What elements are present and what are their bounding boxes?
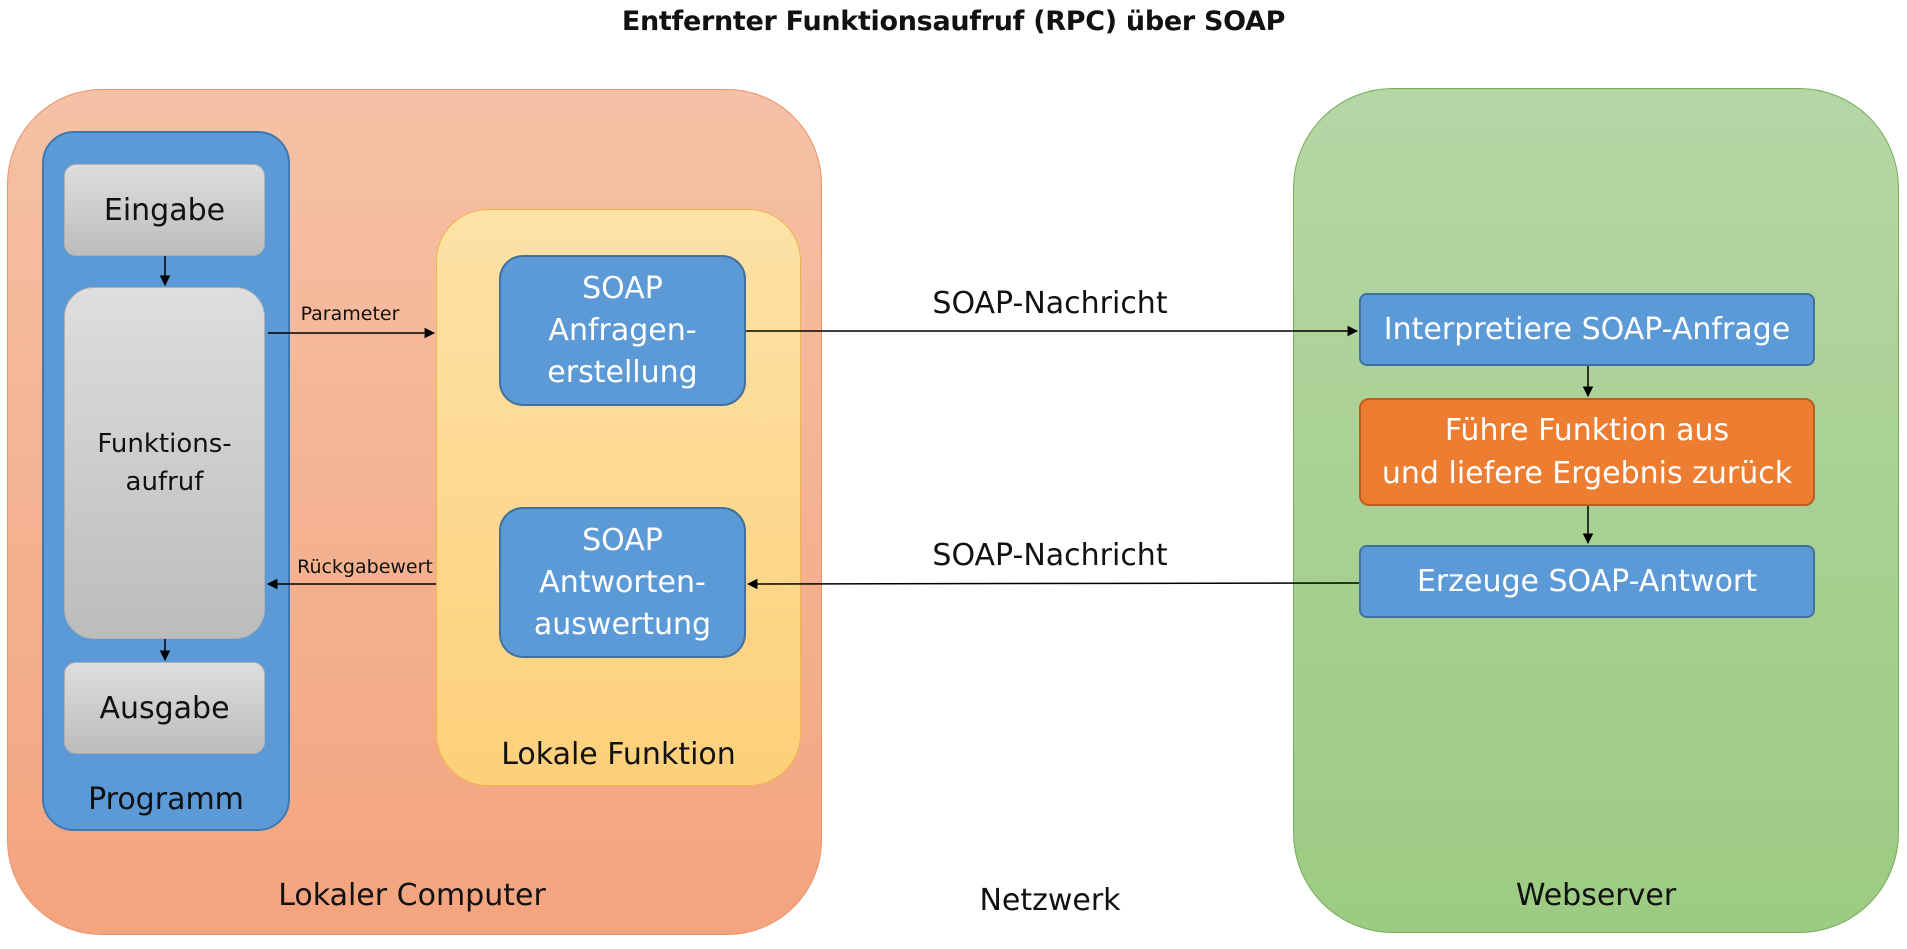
webserver-region [1293, 88, 1899, 933]
local-computer-label: Lokaler Computer [278, 878, 546, 913]
interpret-label: Interpretiere SOAP-Anfrage [1383, 312, 1791, 347]
parameter-label: Parameter [300, 303, 400, 325]
execute-function-box: Führe Funktion aus und liefere Ergebnis … [1359, 398, 1815, 506]
function-call-line2: aufruf [125, 467, 204, 497]
input-label: Eingabe [103, 192, 226, 228]
program-label: Programm [88, 782, 244, 817]
webserver-label: Webserver [1515, 878, 1677, 913]
network-label: Netzwerk [979, 883, 1121, 918]
soap-request-line3: erstellung [547, 354, 698, 390]
return-value-label: Rückgabewert [297, 556, 433, 578]
soap-request-line1: SOAP [582, 270, 663, 306]
soap-response-line1: SOAP [582, 522, 663, 558]
execute-line2: und liefere Ergebnis zurück [1381, 456, 1793, 491]
arrow-soap-response [746, 578, 1360, 590]
soap-request-line2: Anfragen- [548, 312, 697, 348]
diagram-title: Entfernter Funktionsaufruf (RPC) über SO… [621, 6, 1286, 37]
function-call-line1: Funktions- [97, 429, 232, 459]
local-function-label: Lokale Funktion [501, 737, 736, 772]
soap-response-evaluation-box: SOAP Antworten- auswertung [499, 507, 746, 658]
soap-message-incoming-label: SOAP-Nachricht [932, 538, 1168, 573]
soap-response-line3: auswertung [533, 606, 712, 642]
soap-message-outgoing-label: SOAP-Nachricht [932, 286, 1168, 321]
output-box: Ausgabe [64, 662, 265, 754]
function-call-box: Funktions- aufruf [64, 287, 265, 639]
output-label: Ausgabe [99, 690, 230, 726]
soap-response-line2: Antworten- [539, 564, 706, 600]
input-box: Eingabe [64, 164, 265, 256]
execute-line1: Führe Funktion aus [1444, 413, 1730, 448]
create-response-label: Erzeuge SOAP-Antwort [1416, 564, 1758, 599]
create-soap-response-box: Erzeuge SOAP-Antwort [1359, 545, 1815, 618]
interpret-soap-request-box: Interpretiere SOAP-Anfrage [1359, 293, 1815, 366]
soap-request-creation-box: SOAP Anfragen- erstellung [499, 255, 746, 406]
